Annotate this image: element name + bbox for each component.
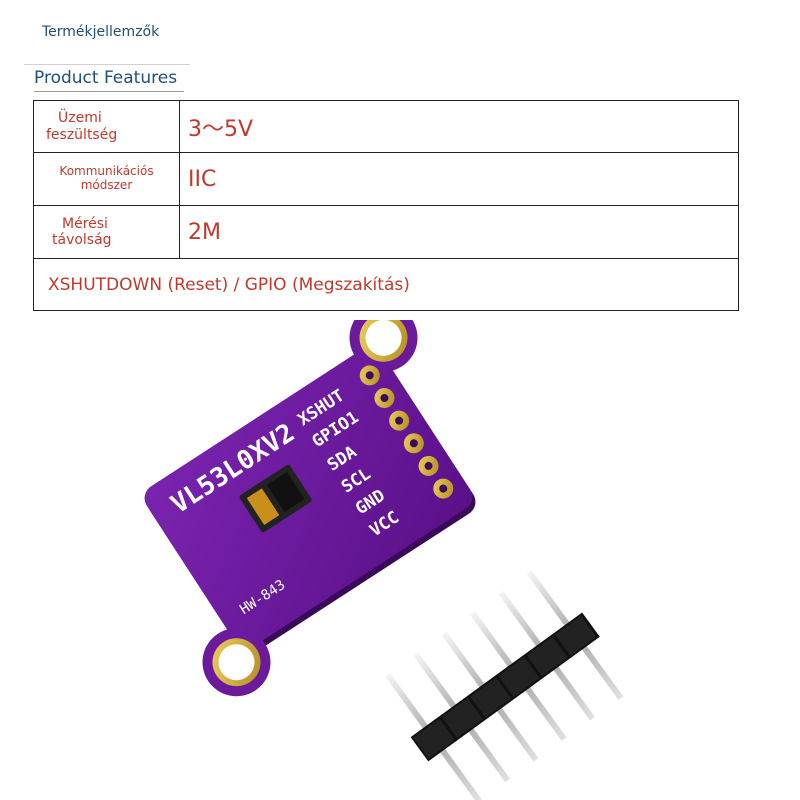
product-photo: VL53L0XV2 HW-843 XSHUT GPIO1 SDA SCL GND… — [144, 320, 624, 800]
spec-value: IIC — [179, 152, 739, 206]
sensor-chip — [239, 464, 312, 533]
spec-label-cell: Mérési távolság — [33, 205, 180, 259]
spec-row-note: XSHUTDOWN (Reset) / GPIO (Megszakítás) — [33, 258, 739, 311]
pin-pads — [359, 365, 454, 499]
spec-note: XSHUTDOWN (Reset) / GPIO (Megszakítás) — [33, 258, 739, 311]
header-divider — [24, 64, 190, 65]
spec-label-line2: feszültség — [46, 126, 118, 143]
spec-label-line2: módszer — [80, 178, 133, 192]
spec-row-voltage: Üzemi feszültség 3～5V — [33, 100, 739, 153]
spec-table: Üzemi feszültség 3～5V Kommunikációs móds… — [33, 100, 739, 311]
spec-value: 3～5V — [179, 100, 739, 153]
spec-label-line1: Kommunikációs — [59, 164, 154, 179]
spec-label-line1: Mérési — [62, 215, 108, 232]
spec-value: 2M — [179, 205, 739, 259]
spec-label-line1: Üzemi — [58, 110, 102, 127]
header-title-en: Product Features — [34, 68, 178, 88]
spec-row-distance: Mérési távolság 2M — [33, 205, 739, 259]
spec-row-communication: Kommunikációs módszer IIC — [33, 152, 739, 206]
pin-header — [385, 570, 624, 800]
spec-label-cell: Üzemi feszültség — [33, 100, 180, 153]
header-underline — [34, 91, 184, 92]
header-title-hu: Termékjellemzők — [42, 24, 160, 40]
spec-label-cell: Kommunikációs módszer — [33, 152, 180, 206]
sensor-board: VL53L0XV2 HW-843 XSHUT GPIO1 SDA SCL GND… — [144, 320, 476, 697]
spec-label-line2: távolság — [52, 232, 112, 248]
